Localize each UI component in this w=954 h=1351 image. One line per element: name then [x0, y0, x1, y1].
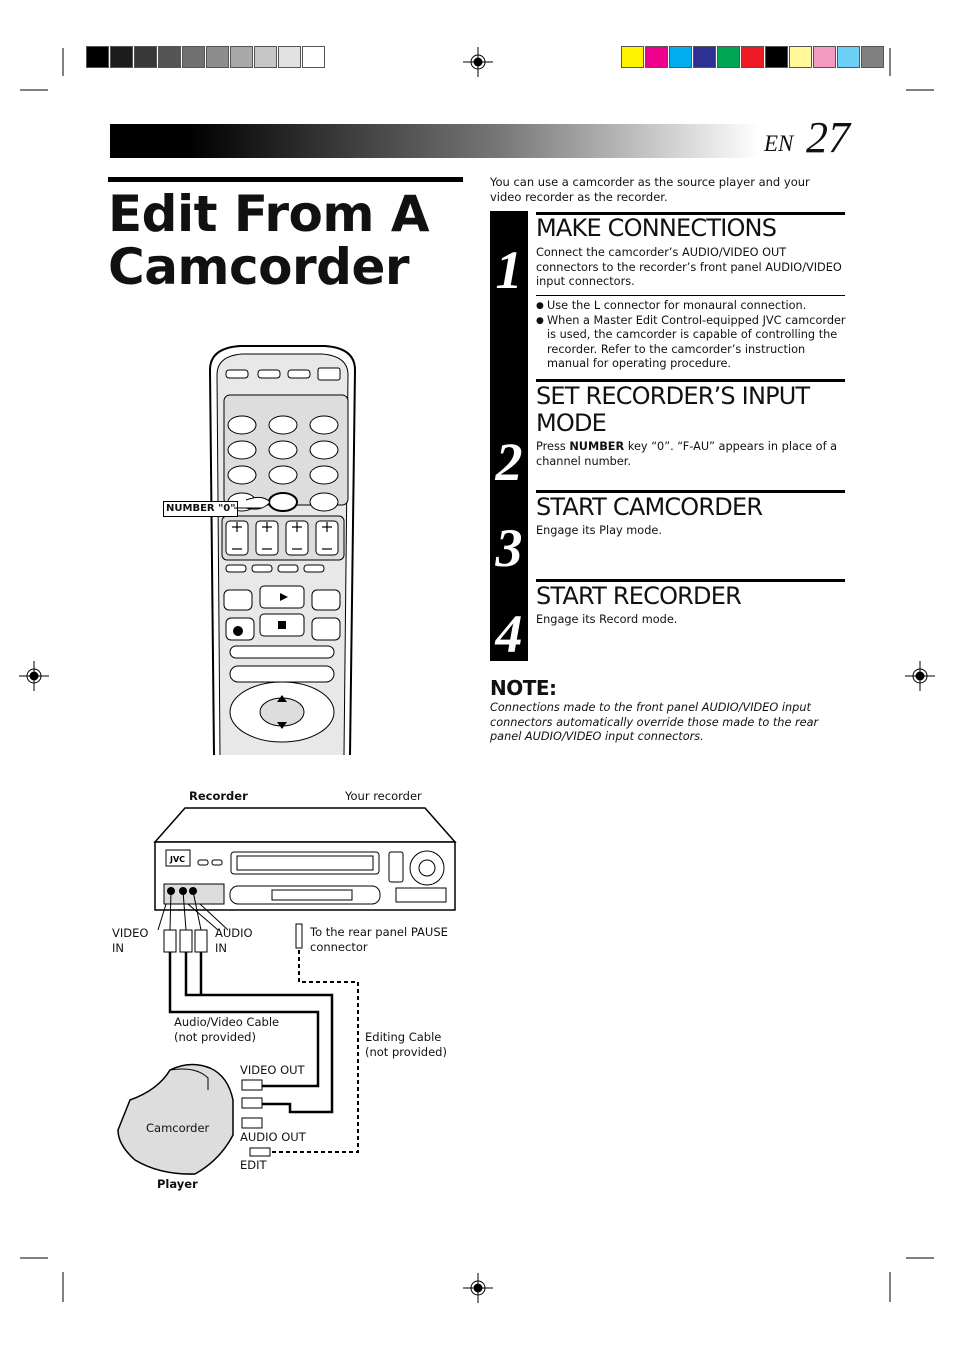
step-number-4: 4 — [495, 604, 523, 664]
audio-in-label: AUDIO IN — [215, 926, 253, 956]
registration-mark-bottom — [463, 1273, 493, 1303]
number-zero-callout: NUMBER "0" — [163, 501, 239, 517]
step-bar — [490, 211, 528, 661]
registration-mark-top — [463, 47, 493, 77]
step-heading-4: START RECORDER — [536, 582, 742, 610]
page-number: 27 — [806, 113, 850, 162]
editing-cable-line-1: Editing Cable — [365, 1030, 442, 1044]
step-body-3: Engage its Play mode. — [536, 524, 662, 537]
color-swatch — [741, 46, 764, 68]
audio-in-line-1: AUDIO — [215, 926, 253, 940]
step-number-1: 1 — [495, 240, 523, 300]
step-rule-3 — [536, 490, 845, 493]
intro-text: You can use a camcorder as the source pl… — [490, 175, 810, 204]
color-swatch — [86, 46, 109, 68]
step-rule-1 — [536, 212, 845, 215]
color-swatch — [134, 46, 157, 68]
step-bullet: Use the L connector for monaural connect… — [536, 299, 846, 314]
step-heading-2: SET RECORDER’S INPUT MODE — [536, 382, 810, 437]
color-swatch — [861, 46, 884, 68]
editing-cable-line-2: (not provided) — [365, 1045, 447, 1059]
header-lang: EN — [764, 131, 794, 156]
step-rule-2 — [536, 379, 845, 382]
color-swatch — [254, 46, 277, 68]
audio-out-label: AUDIO OUT — [240, 1130, 306, 1144]
step-bullet: When a Master Edit Control-equipped JVC … — [536, 314, 846, 372]
grayscale-bar — [86, 46, 326, 68]
color-swatch — [813, 46, 836, 68]
step-body-4: Engage its Record mode. — [536, 613, 678, 626]
vcr-brand: JVC — [169, 855, 185, 864]
color-swatch — [158, 46, 181, 68]
your-recorder-label: Your recorder — [345, 789, 422, 803]
recorder-label: Recorder — [189, 789, 248, 803]
video-in-line-1: VIDEO — [112, 926, 149, 940]
video-in-line-2: IN — [112, 941, 124, 955]
registration-mark-left — [19, 661, 49, 691]
title-rule — [108, 177, 463, 182]
av-cable-line-1: Audio/Video Cable — [174, 1015, 280, 1029]
registration-mark-right — [905, 661, 935, 691]
color-swatch — [645, 46, 668, 68]
color-swatch — [717, 46, 740, 68]
color-swatch — [110, 46, 133, 68]
connection-diagram: JVC — [117, 807, 457, 1175]
note-label: NOTE: — [490, 676, 557, 700]
audio-in-line-2: IN — [215, 941, 227, 955]
step-heading-3: START CAMCORDER — [536, 493, 763, 521]
color-swatch — [693, 46, 716, 68]
note-text: Connections made to the front panel AUDI… — [490, 701, 819, 743]
av-cable-line-2: (not provided) — [174, 1030, 256, 1044]
pause-line-2: connector — [310, 940, 368, 954]
color-swatch — [621, 46, 644, 68]
step-body-2-key: NUMBER — [569, 440, 625, 453]
color-swatch — [302, 46, 325, 68]
callout-leader — [234, 507, 262, 509]
page-title: Edit From A Camcorder — [108, 185, 430, 296]
color-swatch — [789, 46, 812, 68]
edit-label: EDIT — [240, 1158, 267, 1172]
pause-line-1: To the rear panel PAUSE — [310, 925, 448, 939]
step-body-2-suffix: key “0”. “F-AU” appears in place of a ch… — [536, 440, 838, 468]
video-out-label: VIDEO OUT — [240, 1063, 305, 1077]
step-body-1: Connect the camcorder’s AUDIO/VIDEO OUT … — [536, 246, 842, 288]
remote-control-illustration — [208, 345, 357, 756]
step-body-2: Press NUMBER key “0”. “F-AU” appears in … — [536, 440, 846, 469]
step-number-2: 2 — [495, 432, 523, 492]
step-divider-1 — [536, 295, 845, 296]
step-heading-1: MAKE CONNECTIONS — [536, 214, 777, 242]
pause-connector-label: To the rear panel PAUSE connector — [310, 925, 448, 955]
color-swatch — [669, 46, 692, 68]
step-rule-4 — [536, 579, 845, 582]
color-swatch — [278, 46, 301, 68]
av-cable-label: Audio/Video Cable (not provided) — [174, 1015, 279, 1045]
color-swatch — [230, 46, 253, 68]
color-swatch — [206, 46, 229, 68]
step-bullets-1: Use the L connector for monaural connect… — [536, 299, 846, 372]
color-bar — [621, 46, 885, 68]
color-swatch — [837, 46, 860, 68]
player-label: Player — [157, 1177, 198, 1191]
color-swatch — [765, 46, 788, 68]
header-gradient-bar — [110, 124, 760, 158]
color-swatch — [182, 46, 205, 68]
step-number-3: 3 — [495, 518, 523, 578]
step-body-2-prefix: Press — [536, 440, 570, 453]
editing-cable-label: Editing Cable (not provided) — [365, 1030, 447, 1060]
video-in-label: VIDEO IN — [112, 926, 148, 956]
camcorder-label: Camcorder — [146, 1121, 210, 1135]
